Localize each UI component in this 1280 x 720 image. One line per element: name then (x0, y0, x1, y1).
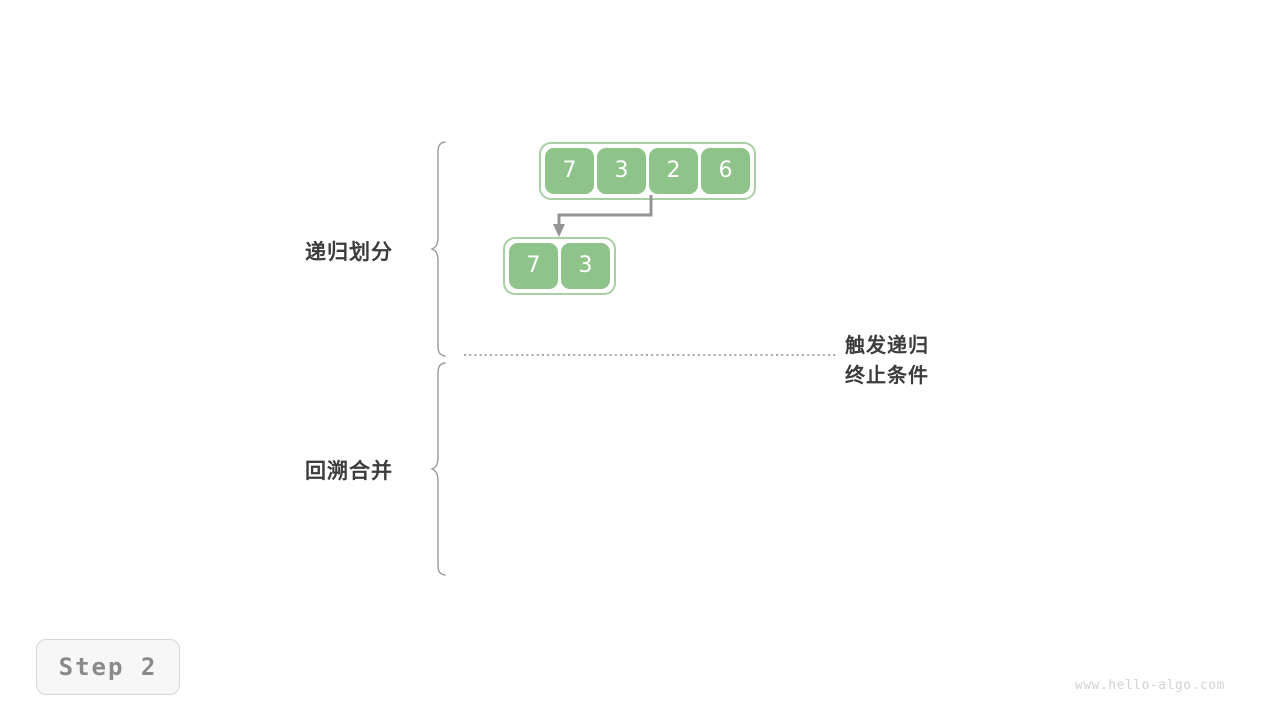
array-cell: 7 (509, 243, 558, 289)
array-group-left-half: 7 3 (503, 237, 616, 295)
annotation-base-case: 触发递归 终止条件 (845, 330, 929, 390)
array-cell: 3 (597, 148, 646, 194)
watermark: www.hello-algo.com (1075, 678, 1225, 693)
recursion-base-divider (464, 354, 836, 356)
array-cell: 2 (649, 148, 698, 194)
step-badge: Step 2 (36, 639, 180, 695)
phase-label-merge: 回溯合并 (305, 459, 393, 483)
array-cell: 3 (561, 243, 610, 289)
arrow-head-icon (553, 224, 565, 237)
array-cell: 6 (701, 148, 750, 194)
brace-divide (430, 141, 446, 357)
array-group-root: 7 3 2 6 (539, 142, 756, 200)
annotation-line-2: 终止条件 (845, 363, 929, 387)
split-arrow (553, 195, 653, 237)
brace-merge (430, 362, 446, 576)
phase-label-divide: 递归划分 (305, 240, 393, 264)
annotation-line-1: 触发递归 (845, 333, 929, 357)
array-cell: 7 (545, 148, 594, 194)
phase-braces (430, 141, 446, 576)
arrow-path (557, 195, 653, 228)
